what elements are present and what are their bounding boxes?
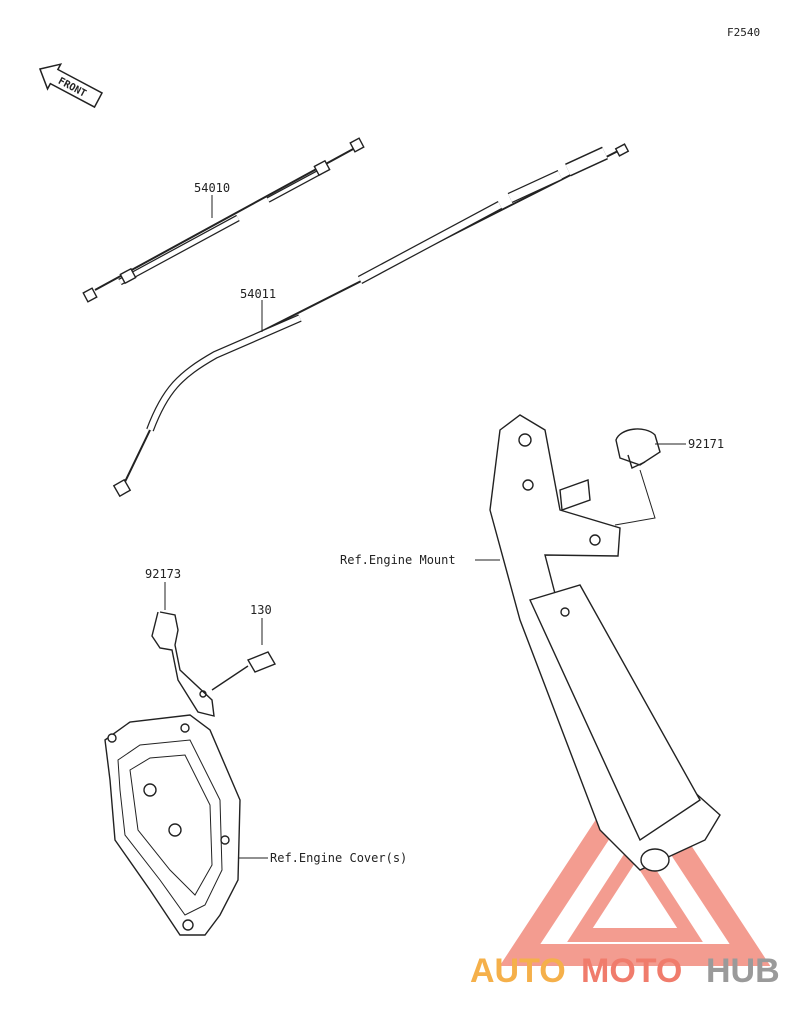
part-92173-label: 92173 xyxy=(145,567,181,581)
part-54010-label: 54010 xyxy=(194,181,230,195)
diagram-code: F2540 xyxy=(727,26,760,39)
ref-engine-cover-label: Ref.Engine Cover(s) xyxy=(270,851,407,865)
engine-mount-bracket xyxy=(489,414,721,872)
bracket-92173 xyxy=(151,611,215,717)
watermark-part1: AUTO xyxy=(470,952,566,990)
throttle-cable-54010 xyxy=(82,137,365,303)
throttle-cable-54011 xyxy=(112,143,630,498)
ref-engine-mount-label: Ref.Engine Mount xyxy=(340,553,456,567)
watermark-part2: MOTO xyxy=(581,952,682,990)
engine-cover xyxy=(104,714,241,936)
watermark-part3: HUB xyxy=(706,952,780,990)
front-arrow-icon: FRONT xyxy=(38,63,104,109)
part-92171-label: 92171 xyxy=(688,437,724,451)
part-130-label: 130 xyxy=(250,603,272,617)
part-54011-label: 54011 xyxy=(240,287,276,301)
watermark-triangle xyxy=(499,759,771,966)
bolt-130 xyxy=(211,651,277,691)
clamp-92171 xyxy=(615,428,661,469)
watermark-text: AUTO MOTO HUB xyxy=(470,952,780,990)
